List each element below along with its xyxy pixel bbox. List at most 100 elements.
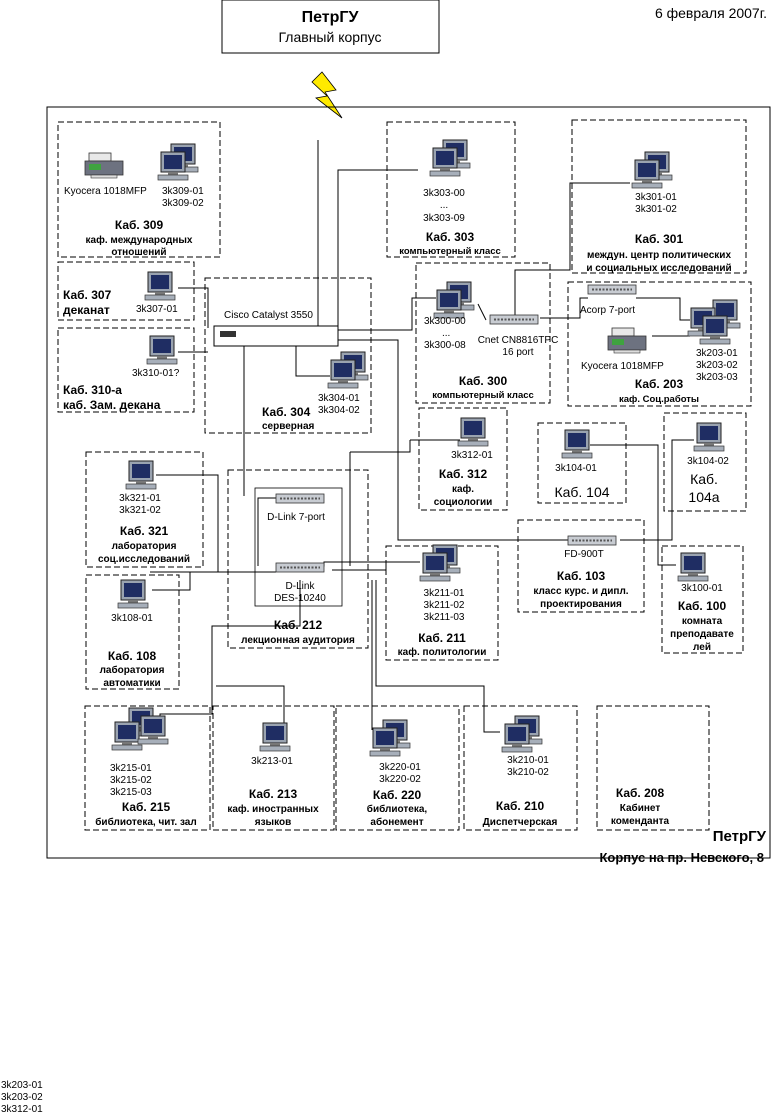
room-104a-pc: 3k104-02 (687, 456, 729, 467)
pc-100-icon (677, 552, 709, 582)
cisco-port-icon (220, 331, 236, 337)
room-301-pc1: 3k301-01 (635, 192, 677, 203)
room-307-label: Каб. 307 (63, 288, 112, 302)
room-220-pc1: 3k220-01 (379, 762, 421, 773)
room-100-label: Каб. 100 (678, 599, 727, 613)
room-211-pc2: 3k211-02 (424, 600, 465, 611)
acorp-switch-icon (587, 284, 637, 295)
room-309-desc1: каф. международных (86, 234, 193, 246)
room-100-desc1: комната (682, 616, 723, 627)
room-310-pc: 3k310-01? (132, 368, 180, 379)
pc-310-icon (146, 335, 178, 365)
room-103-label: Каб. 103 (557, 569, 606, 583)
room-213-pc: 3k213-01 (251, 756, 293, 767)
room-310-box (57, 327, 195, 413)
room-215-pc2: 3k215-02 (110, 775, 152, 786)
room-211-pc3: 3k211-03 (424, 612, 465, 623)
room-220-box (335, 705, 460, 831)
room-303-pc2: 3k303-09 (423, 213, 465, 224)
printer-309-icon (84, 152, 124, 179)
footer-note-3: 3k312-01 (1, 1104, 43, 1115)
cisco-switch-icon (213, 325, 339, 347)
room-100-desc3: лей (693, 642, 711, 653)
room-104-box (537, 422, 627, 504)
pc-300-icon (434, 282, 474, 318)
room-321-pc2: 3k321-02 (119, 505, 161, 516)
dlink-7port-switch-icon (275, 493, 325, 504)
room-215-box (84, 705, 211, 831)
room-211-desc: каф. политологии (398, 646, 487, 658)
room-211-label: Каб. 211 (418, 631, 466, 645)
pc-211-icon (420, 545, 460, 581)
room-210-pc2: 3k210-02 (507, 767, 549, 778)
room-108-pc: 3k108-01 (111, 613, 153, 624)
footer-note-2: 3k203-02 (1, 1092, 43, 1103)
room-300-box (415, 262, 551, 404)
room-220-desc1: библиотека, (367, 803, 428, 815)
building-title: ПетрГУ (713, 828, 767, 845)
room-321-box (85, 451, 204, 568)
room-321-desc1: лаборатория (112, 540, 177, 552)
room-300-pc2: 3k300-08 (424, 340, 466, 351)
room-108-box (85, 574, 180, 690)
room-312-box (418, 407, 508, 511)
pc-220-icon (370, 720, 410, 756)
room-220-label: Каб. 220 (373, 788, 422, 802)
room-210-pc1: 3k210-01 (507, 755, 549, 766)
room-300-switch2: 16 port (502, 347, 533, 358)
pc-210-icon (502, 716, 542, 752)
room-307-pc: 3k307-01 (136, 304, 178, 315)
room-312-desc2: социологии (434, 497, 493, 508)
room-215-pc3: 3k215-03 (110, 787, 152, 798)
pc-321-icon (125, 460, 157, 490)
room-203-pc3: 3k203-03 (696, 372, 738, 383)
room-212-desc: лекционная аудитория (241, 635, 355, 646)
room-220-desc2: абонемент (370, 816, 423, 828)
room-213-desc1: каф. иностранных (227, 803, 319, 815)
room-309-printer: Kyocera 1018MFP (64, 186, 147, 197)
dlink-des-frame (254, 487, 343, 607)
room-303-pc1: 3k303-00 (423, 188, 465, 199)
room-304-pc1: 3k304-01 (318, 393, 360, 404)
room-213-desc2: языков (255, 817, 291, 828)
room-321-pc1: 3k321-01 (119, 493, 161, 504)
room-304-box (204, 277, 372, 434)
room-104a-label2: 104а (688, 489, 719, 505)
cnet-switch-icon (489, 314, 539, 325)
room-220-pc2: 3k220-02 (379, 774, 421, 785)
room-210-box (463, 705, 578, 831)
room-304-pc2: 3k304-02 (318, 405, 360, 416)
room-212-label: Каб. 212 (274, 618, 323, 632)
room-309-desc2: отношений (111, 247, 166, 258)
room-212-box (227, 469, 369, 649)
room-309-pc1: 3k309-01 (162, 186, 204, 197)
room-307-box (57, 261, 195, 321)
room-303-desc: компьютерный класс (399, 246, 501, 257)
room-307-desc: деканат (63, 303, 110, 317)
room-312-pc: 3k312-01 (451, 450, 493, 461)
room-215-desc: библиотека, чит. зал (95, 816, 196, 828)
dlink-des-switch-icon (275, 562, 325, 573)
room-203-desc: каф. Соц.работы (619, 394, 699, 405)
room-104-label: Каб. 104 (554, 484, 609, 500)
room-108-label: Каб. 108 (108, 649, 157, 663)
room-215-pc1: 3k215-01 (110, 763, 152, 774)
room-300-desc: компьютерный класс (432, 390, 534, 401)
pc-309-icon (158, 144, 198, 180)
room-213-label: Каб. 213 (249, 787, 298, 801)
room-301-desc1: междун. центр политических (587, 250, 731, 261)
pc-104a-icon (693, 422, 725, 452)
room-210-label: Каб. 210 (496, 799, 545, 813)
room-103-desc1: класс курс. и дипл. (533, 586, 628, 597)
room-312-label: Каб. 312 (439, 467, 488, 481)
building-subtitle: Корпус на пр. Невского, 8 (599, 850, 764, 865)
room-208-desc2: коменданта (611, 816, 670, 827)
room-304-switch: Cisco Catalyst 3550 (224, 310, 313, 321)
main-building-box (221, 0, 440, 54)
room-301-box (571, 119, 747, 274)
room-208-box (596, 705, 710, 831)
pc-312-icon (457, 417, 489, 447)
lightning-icon (311, 71, 343, 119)
fd900t-switch-icon (567, 535, 617, 546)
